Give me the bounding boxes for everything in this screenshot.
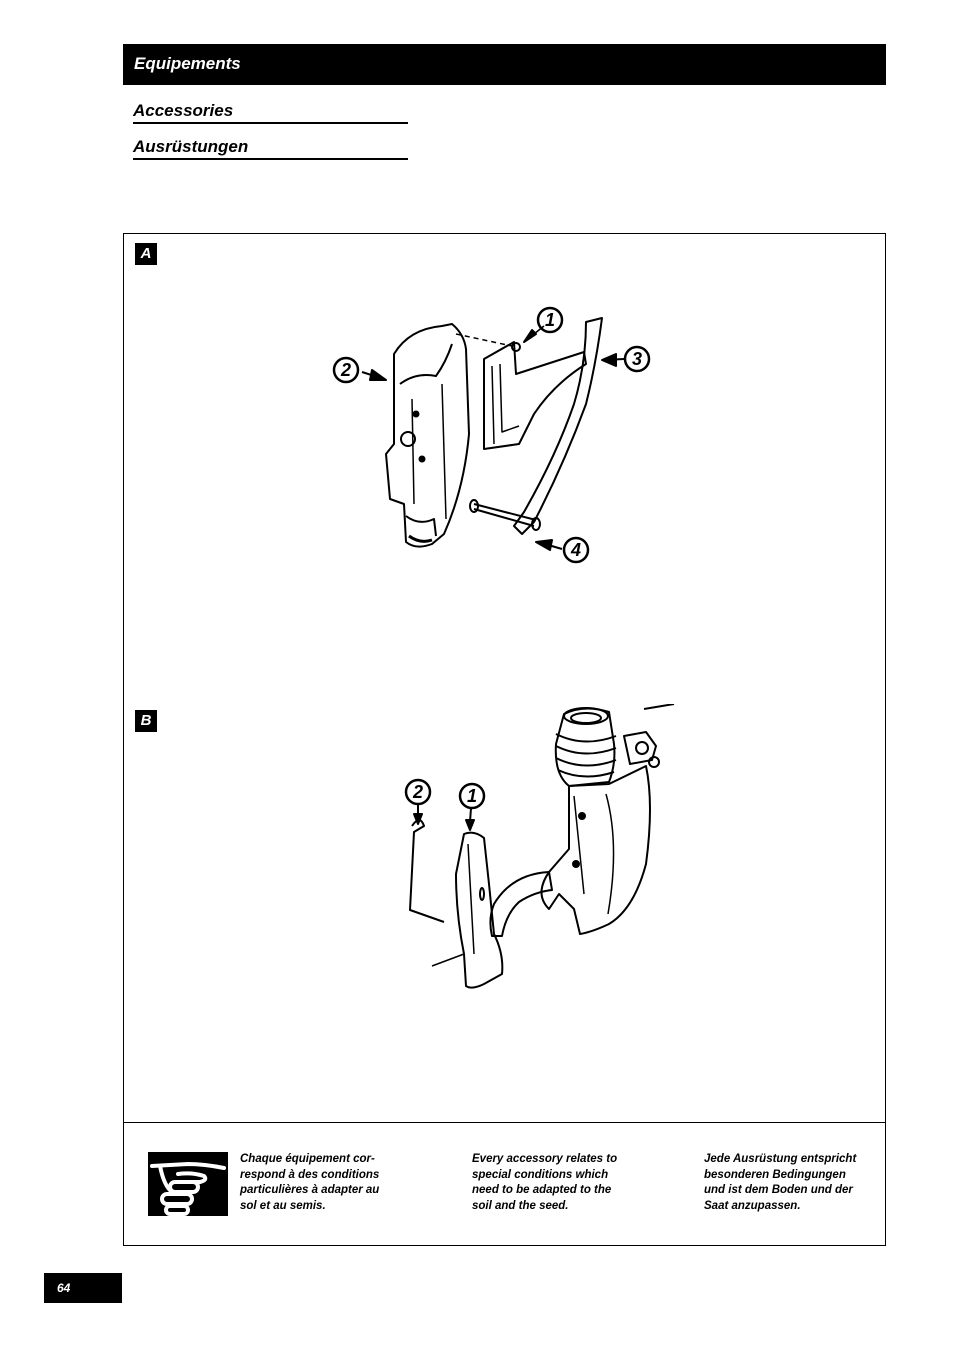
note-line: besonderen Bedingungen — [704, 1168, 846, 1181]
spring-bar — [513, 317, 603, 535]
subheading-english: Accessories — [133, 101, 408, 124]
note-line: Saat anzupassen. — [704, 1199, 801, 1212]
note-line: Chaque équipement cor- — [240, 1153, 375, 1165]
note-line: Jede Ausrüstung entspricht — [704, 1153, 857, 1165]
note-english: Every accessory relates to special condit… — [472, 1152, 642, 1214]
deflector-plate — [483, 341, 587, 450]
diagram-b: 2 1 — [404, 704, 675, 989]
header-bar: Equipements — [123, 44, 886, 85]
subheading-german: Ausrüstungen — [133, 137, 408, 160]
callout-b-2: 2 — [412, 782, 423, 802]
tine — [455, 831, 504, 989]
figure-frame: A — [123, 233, 886, 1246]
callout-a-2: 2 — [340, 360, 351, 380]
note-line: sol et au semis. — [240, 1199, 326, 1212]
seed-coulter — [540, 765, 651, 935]
axle-pin — [473, 508, 535, 527]
section-label-b: B — [135, 710, 157, 732]
note-line: soil and the seed. — [472, 1199, 569, 1212]
page-title: Equipements — [134, 54, 241, 73]
note-line: particulières à adapter au — [240, 1184, 380, 1196]
note-line: respond à des conditions — [240, 1168, 380, 1181]
callout-a-4: 4 — [570, 540, 581, 560]
section-label-a: A — [135, 243, 157, 265]
page-number: 64 — [44, 1273, 122, 1303]
note-line: und ist dem Boden und der — [704, 1184, 853, 1196]
coulter-body — [385, 323, 470, 548]
note-french: Chaque équipement cor-respond à des cond… — [240, 1152, 410, 1214]
callout-a-1: 1 — [545, 310, 555, 330]
divider — [124, 1122, 885, 1123]
diagram-a: 1 3 2 4 — [332, 306, 651, 564]
pointing-hand-icon — [148, 1152, 228, 1216]
note-german: Jede Ausrüstung entspricht besonderen Bed… — [704, 1152, 874, 1214]
callout-a-3: 3 — [632, 349, 642, 369]
note-line: need to be adapted to the — [472, 1184, 612, 1196]
note-line: Every accessory relates to — [472, 1153, 618, 1165]
spring-pin — [409, 819, 445, 923]
page-number-text: 64 — [57, 1281, 71, 1295]
note-line: special conditions which — [472, 1168, 609, 1181]
callout-b-1: 1 — [467, 786, 477, 806]
